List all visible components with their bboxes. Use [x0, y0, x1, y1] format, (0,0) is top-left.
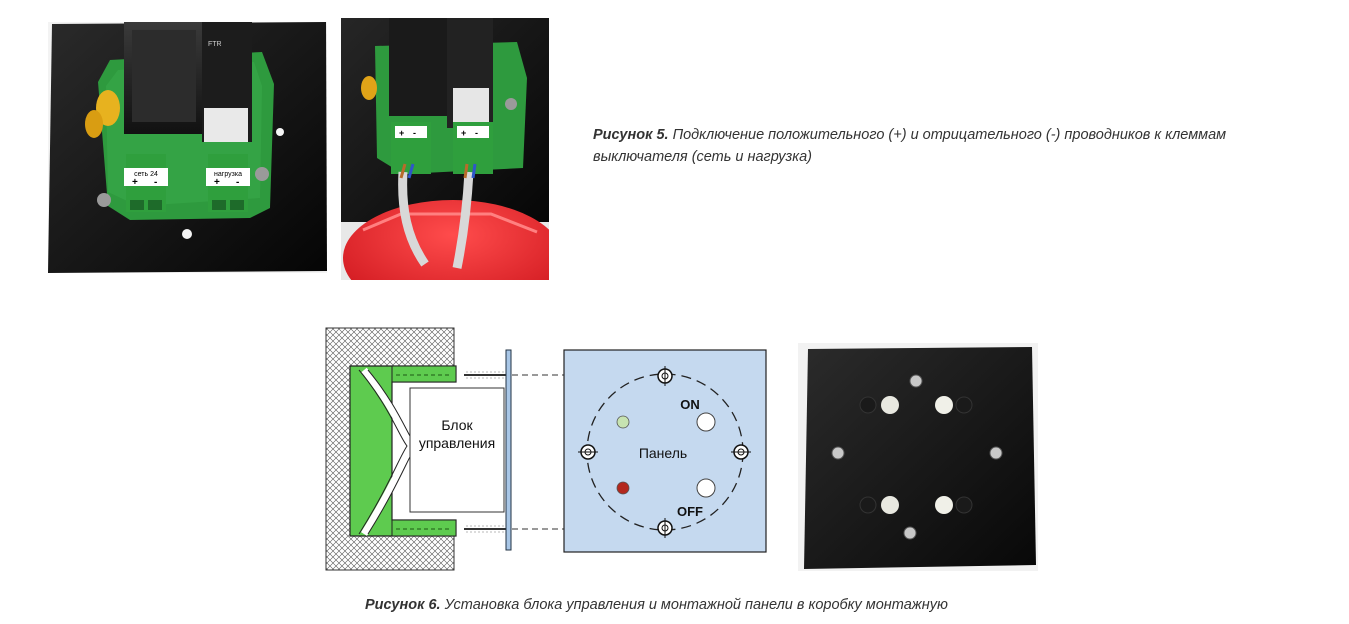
mounting-box-red [343, 200, 549, 280]
photo-switch-pcb-terminals: FTR сеть 24 нагрузка + - + - [48, 22, 327, 273]
relay-component [389, 18, 451, 116]
figure-5-text: Подключение положительного (+) и отрицат… [593, 127, 1227, 165]
screw-icon [903, 526, 917, 540]
terminal-plus-left: + [399, 128, 404, 138]
panel-side-view [505, 349, 512, 551]
wire-network [398, 171, 429, 267]
mounting-hole [182, 229, 192, 239]
label-sticker-right [206, 168, 250, 186]
led-window [881, 396, 899, 414]
led-red [616, 481, 630, 495]
terminal-label-load: нагрузка [214, 171, 242, 178]
control-block [409, 387, 505, 513]
figure-5-label: Рисунок 5. [593, 127, 669, 143]
capacitor [96, 90, 120, 126]
screw-icon [657, 366, 673, 386]
terminal-minus-right: - [236, 177, 239, 188]
screw-icon [657, 518, 673, 538]
screw-icon [97, 193, 111, 207]
svg-text:FTR: FTR [208, 41, 222, 48]
photo-mounting-panel [798, 343, 1038, 571]
off-label: OFF [677, 504, 703, 519]
photo-wired-terminals: + - + - [341, 18, 549, 280]
button-window [935, 396, 953, 414]
terminal-plus-right: + [214, 177, 220, 188]
screw-icon [505, 98, 517, 110]
led-window [881, 496, 899, 514]
figure-6-text: Установка блока управления и монтажной п… [440, 597, 948, 613]
box-lug-bottom [391, 519, 457, 537]
screw-icon [731, 444, 751, 460]
button-on [696, 412, 716, 432]
terminal-plus-left: + [132, 177, 138, 188]
led-green [616, 415, 630, 429]
screw-icon [909, 374, 923, 388]
button-window [935, 496, 953, 514]
terminal-minus-left: - [413, 128, 416, 138]
box-lug-top [391, 365, 457, 383]
terminal-minus-left: - [154, 177, 157, 188]
mounting-hole [276, 128, 284, 136]
figure-5-caption: Рисунок 5. Подключение положительного (+… [593, 124, 1313, 168]
screw-icon [831, 446, 845, 460]
terminal-plus-right: + [461, 128, 466, 138]
button-off [696, 478, 716, 498]
panel-label: Панель [639, 445, 687, 461]
screw-icon [255, 167, 269, 181]
on-label: ON [680, 397, 700, 412]
screw-icon [989, 446, 1003, 460]
label-sticker-left [124, 168, 168, 186]
wire-load [452, 171, 474, 269]
screw-icon [578, 444, 598, 460]
control-block-label-line2: управления [419, 435, 495, 451]
figure-6-caption: Рисунок 6. Установка блока управления и … [365, 594, 1085, 616]
control-block-label-line1: Блок [441, 417, 473, 433]
terminal-minus-right: - [475, 128, 478, 138]
installation-diagram: Блок управления [324, 326, 770, 572]
figure-6-label: Рисунок 6. [365, 597, 441, 613]
terminal-label-network: сеть 24 [134, 171, 158, 178]
